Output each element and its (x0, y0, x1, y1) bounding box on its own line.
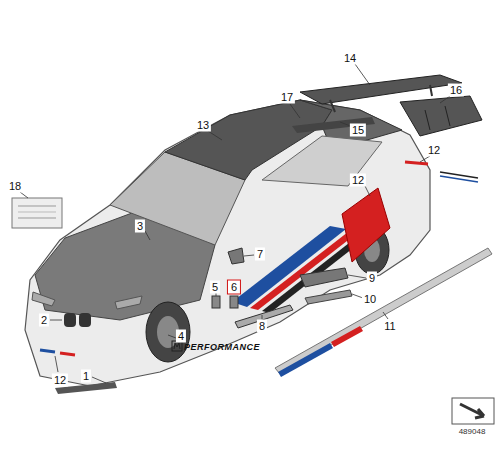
callout-number: 8 (257, 320, 267, 333)
decal-set (12, 198, 62, 228)
callout-number: 11 (382, 320, 397, 333)
callout-number: 18 (7, 180, 23, 193)
mirror-cap (228, 248, 244, 264)
stripe (40, 350, 55, 352)
headlight (32, 292, 55, 306)
rear-diffuser (400, 96, 482, 136)
callout-number: 14 (342, 52, 358, 65)
callout-number: 12 (350, 174, 366, 187)
callout-number: 17 (279, 91, 295, 104)
callout-number: 2 (39, 314, 49, 327)
callout-number: 13 (195, 119, 211, 132)
rear-decal (342, 188, 390, 262)
callout-number: 10 (362, 293, 378, 306)
callout-number: 5 (210, 281, 220, 294)
callout-number: 16 (448, 84, 464, 97)
side-gill (300, 268, 348, 287)
callout-number: 3 (135, 220, 145, 233)
skirt-stripe (275, 248, 492, 377)
fender-part (212, 296, 220, 308)
front-wheel (146, 302, 190, 362)
leader-lines (20, 64, 450, 383)
callout-number: 7 (255, 248, 265, 261)
grille (64, 313, 76, 327)
callout-number: 1 (81, 370, 91, 383)
view-arrow-icon (452, 398, 494, 424)
callout-number: 6 (227, 280, 241, 295)
m-logo (172, 341, 182, 351)
callout-number: 15 (350, 124, 366, 137)
gill-trim (305, 290, 352, 304)
stripe (405, 162, 428, 164)
callout-number: 12 (52, 374, 68, 387)
performance-text: PERFORMANCE (182, 342, 262, 353)
callout-number: 9 (367, 272, 377, 285)
drawing-number: 489048 (457, 427, 488, 437)
side-window (262, 136, 382, 186)
callout-number: 12 (426, 144, 442, 157)
callout-number: 4 (176, 330, 186, 343)
car-body (25, 100, 430, 386)
